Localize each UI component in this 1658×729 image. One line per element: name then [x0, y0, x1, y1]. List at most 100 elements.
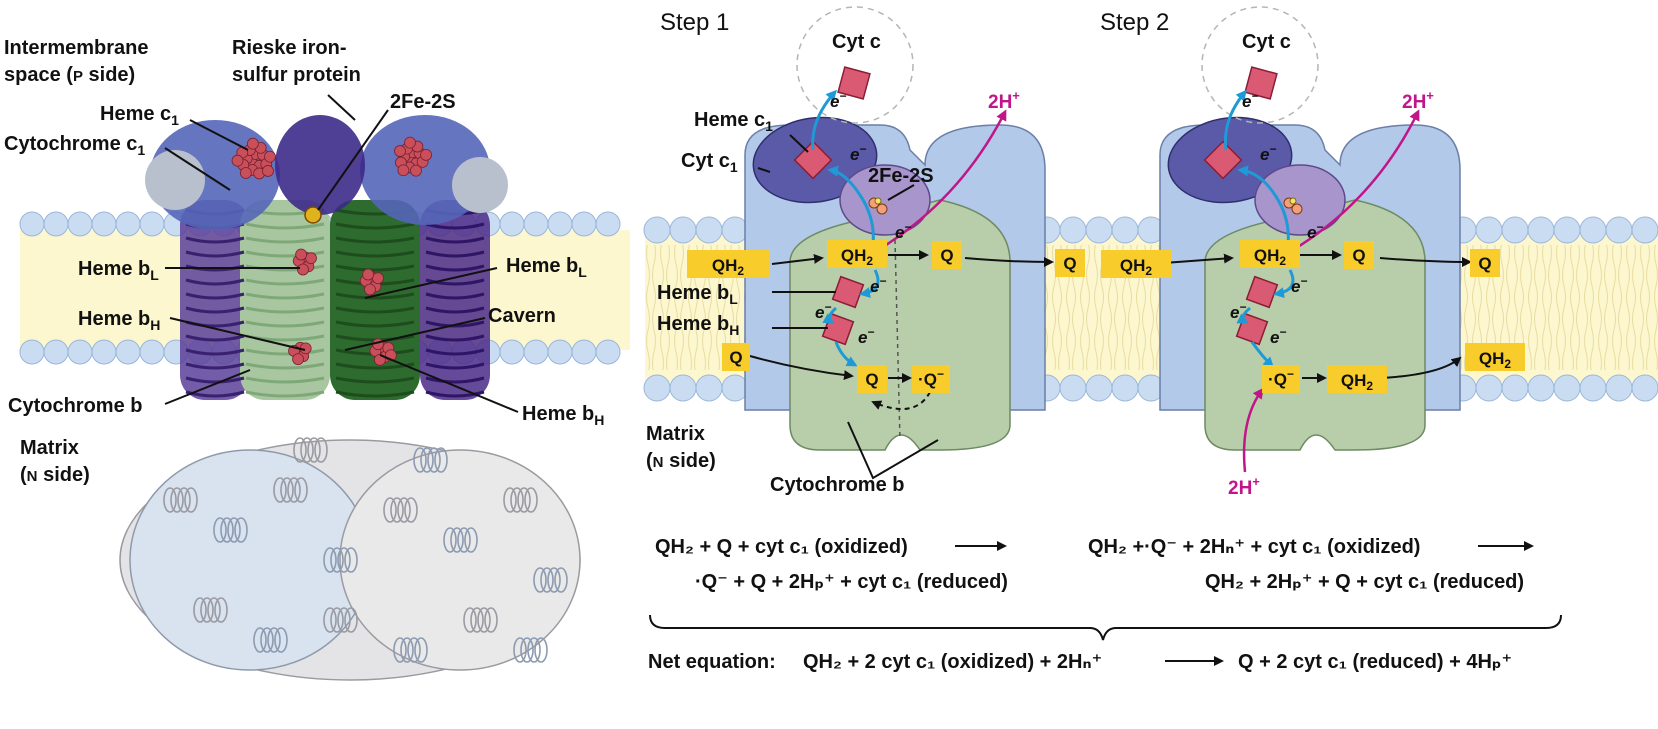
step2-labels: Step 2 Cyt c 2H+ 2H+ [1100, 9, 1434, 499]
step1-arrows [749, 89, 1054, 480]
electron-label-1: e− [850, 142, 866, 164]
step1-q-out1-box [932, 241, 962, 269]
step1-dimer-divider [894, 239, 901, 441]
step2-qh2-final-text: QH2 [1479, 349, 1512, 371]
left-labels: Intermembrane space (P side) Rieske iron… [4, 37, 604, 486]
step2-cyt-c-dashed-circle [1201, 6, 1319, 124]
step1-qh2-in-text: QH2 [712, 256, 745, 278]
label-cytochrome-c1-left: Cytochrome c1 [4, 133, 145, 158]
step1-q-out2-box [1055, 249, 1085, 277]
step1-labels: Step 1 Cyt c Heme c1 Cyt c1 2Fe-2S 2H+ H… [646, 9, 1020, 496]
label-heme-c1-left: Heme c1 [100, 103, 179, 128]
step1-qh2-site-text: QH2 [841, 246, 874, 268]
step1-fe-s-cluster [868, 197, 888, 215]
step1-semiq-box [912, 365, 950, 393]
step2-title: Step 2 [1100, 9, 1169, 36]
cytochrome-c1-domains [145, 115, 508, 230]
fe-s-cluster-atoms [304, 206, 322, 224]
step1-heme-bh-label: Heme bH [657, 313, 739, 338]
q-cycle-panel: QH2 QH2 Q Q Q Q ·Q− QH2 QH2 Q Q ·Q− QH2 [643, 6, 1658, 673]
step2-q-out2-box [1470, 249, 1500, 277]
step2-q-out1-box [1344, 241, 1374, 269]
left-leader-lines [164, 94, 519, 413]
label-2fe2s-left: 2Fe-2S [390, 91, 456, 113]
step2-qh2-in-box [1101, 250, 1171, 278]
step1-equation-line1: QH₂ + Q + cyt c₁ (oxidized) [655, 536, 908, 558]
step1-heme-c1-label: Heme c1 [694, 109, 773, 134]
step2-equation-line2: QH₂ + 2Hₚ⁺ + Q + cyt c₁ (reduced) [1205, 571, 1524, 593]
step1-2fe2s-label: 2Fe-2S [868, 165, 934, 187]
electron-label-4: e− [815, 300, 831, 322]
net-equation-left: QH₂ + 2 cyt c₁ (oxidized) + 2Hₙ⁺ [803, 651, 1102, 673]
step1-q-out1-text: Q [940, 246, 953, 265]
label-matrix-left: Matrix [20, 437, 79, 459]
label-heme-bh-right: Heme bH [522, 403, 604, 428]
step2-fe-s-cluster [1283, 197, 1303, 215]
step1-heme-bl-label: Heme bL [657, 282, 738, 307]
step1-cyt-c-dashed-circle [796, 6, 914, 124]
step2-cyt-c-heme [1244, 66, 1278, 100]
transmembrane-helices [180, 200, 490, 400]
step2-qh2-n-box [1327, 365, 1387, 393]
electron-label-10: e− [1230, 300, 1246, 322]
electron-label-11: e− [1270, 325, 1286, 347]
step2-qh2-n-text: QH2 [1341, 371, 1374, 393]
label-n-side-left: (N side) [20, 464, 90, 486]
step1-q-out2-text: Q [1063, 254, 1076, 273]
label-p-side: space (P side) [4, 64, 135, 86]
step1-heme-c1 [793, 140, 833, 180]
label-heme-bl-left: Heme bL [78, 258, 159, 283]
electron-label-9: e− [1291, 274, 1307, 296]
label-rieske-2: sulfur protein [232, 64, 361, 86]
step1-cyt-c1-label: Cyt c1 [681, 150, 738, 175]
step2-qh2-site-box [1240, 240, 1300, 268]
electron-label-0: e− [830, 89, 846, 111]
step1-equation-line2: ·Q⁻ + Q + 2Hₚ⁺ + cyt c₁ (reduced) [695, 571, 1008, 593]
electron-labels: e−e−e−e−e−e−e−e−e−e−e−e− [815, 89, 1323, 347]
electron-label-8: e− [1307, 220, 1323, 242]
left-structure-panel: Intermembrane space (P side) Rieske iron… [4, 37, 630, 681]
step1-q-site-box [857, 365, 887, 393]
matrix-helix-coils [163, 437, 568, 663]
quinone-boxes: QH2 QH2 Q Q Q Q ·Q− QH2 QH2 Q Q ·Q− QH2 [687, 240, 1525, 393]
electron-label-7: e− [1260, 142, 1276, 164]
label-cytochrome-b-left: Cytochrome b [8, 395, 142, 417]
step1-title: Step 1 [660, 9, 729, 36]
step1-q-site-text: Q [865, 370, 878, 389]
step2-2h-out-label: 2H+ [1402, 88, 1434, 113]
step2-qh2-in-text: QH2 [1120, 256, 1153, 278]
label-rieske-1: Rieske iron- [232, 37, 346, 59]
step1-matrix-label: Matrix [646, 423, 705, 445]
label-heme-bl-right: Heme bL [506, 255, 587, 280]
net-equation-right: Q + 2 cyt c₁ (reduced) + 4Hₚ⁺ [1238, 651, 1512, 673]
step1-semiq-text: ·Q− [918, 367, 944, 389]
step1-2h-out-label: 2H+ [988, 88, 1020, 113]
step2-equation-line1: QH₂ +·Q⁻ + 2Hₙ⁺ + cyt c₁ (oxidized) [1088, 536, 1420, 558]
step1-qh2-in-box [687, 250, 769, 278]
step2-q-out2-text: Q [1478, 254, 1491, 273]
step2-qh2-site-text: QH2 [1254, 246, 1287, 268]
step2-qh2-final-box [1465, 343, 1525, 371]
step2-cyt-c-label: Cyt c [1242, 31, 1291, 53]
step1-cytochrome-b-label: Cytochrome b [770, 474, 904, 496]
electron-label-3: e− [870, 274, 886, 296]
electron-label-5: e− [858, 325, 874, 347]
step2-arrows [1149, 89, 1472, 473]
net-equation-label: Net equation: [648, 651, 776, 673]
step1-q-in-text: Q [729, 348, 742, 367]
step1-q-in-box [722, 343, 750, 371]
step1-fes-protein [839, 164, 931, 236]
combine-brace [649, 614, 1562, 641]
equations: QH₂ + Q + cyt c₁ (oxidized) ·Q⁻ + Q + 2H… [648, 536, 1562, 673]
core-proteins-matrix [119, 437, 581, 681]
electron-label-2: e− [895, 220, 911, 242]
step2-heme-c1 [1203, 140, 1243, 180]
step2-semiq-text: ·Q− [1268, 367, 1294, 389]
step2-semiq-box [1262, 365, 1300, 393]
label-heme-bh-left: Heme bH [78, 308, 160, 333]
label-cavern: Cavern [488, 305, 556, 327]
step2-2h-in-label: 2H+ [1228, 474, 1260, 499]
step2-fes-protein [1254, 164, 1346, 236]
